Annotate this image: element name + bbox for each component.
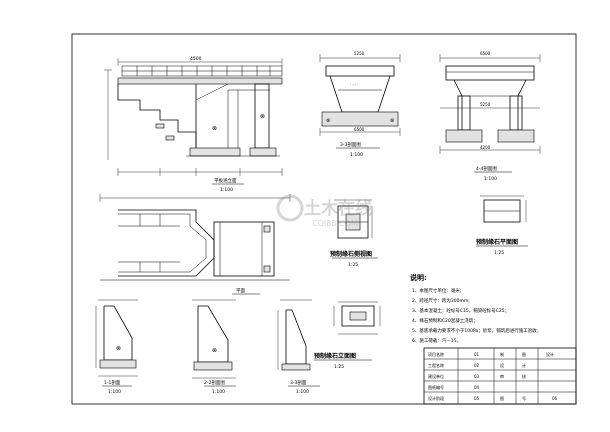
section-1-title: 1-1剖面 — [104, 379, 121, 386]
section-5-title: 3-3剖面 — [290, 379, 307, 386]
watermark-logo: 土木在线 COI88.COM — [276, 194, 372, 228]
tb-r2-c1: 03 — [474, 374, 480, 379]
dim-sec4-mid: 5250 — [480, 102, 491, 107]
tb-r2-c0: 建设单位 — [428, 373, 444, 379]
dim-sec4-bottom: 4200 — [480, 145, 491, 150]
dim-sec3-top: 5250 — [354, 51, 365, 56]
tb-r1-c0: 工程名称 — [428, 362, 444, 368]
tb-r2-c3: 核 — [522, 373, 526, 379]
sheet-border — [71, 33, 577, 405]
curb-front-view: 预制缘石立面图 1:25 — [314, 301, 381, 370]
tb-r0-c3: 图 — [522, 351, 526, 357]
notes-title: 说明: — [410, 273, 427, 282]
tb-r2-c2: 审 — [500, 373, 504, 379]
section-2-scale: 1:100 — [212, 389, 225, 395]
tb-r3-c0: 图纸编号 — [428, 384, 444, 390]
plan-view: 平面 — [99, 194, 291, 295]
tb-r1-c3: 计 — [522, 362, 526, 368]
note-3: 3、基本混凝土：砼标号C15，帽梁砼标号C25； — [412, 307, 509, 314]
svg-text:⊗: ⊗ — [116, 345, 121, 352]
section-4-title: 4-4剖面图 — [476, 165, 497, 172]
note-5: 5、基底承载力要求不小于100Pa；砂浆，铺筑后进行施工验收； — [412, 327, 541, 334]
title-block: 项目名称 01 制 图 设计 工程名称 02 设 计 建设单位 03 审 核 图… — [423, 347, 577, 405]
curb-front-title: 预制缘石立面图 — [314, 352, 356, 360]
notes-block: 说明: 1、本图尺寸单位：毫米; 2、跨径尺寸：跨为300mm; 3、基本混凝土… — [410, 273, 541, 344]
svg-text:⊗: ⊗ — [212, 125, 217, 132]
svg-text:· · ·: · · · — [350, 82, 356, 87]
tb-r0-c2: 制 — [500, 351, 504, 357]
curb-front-scale: 1:25 — [334, 364, 344, 370]
dim-sec4-top: 6500 — [480, 51, 491, 56]
curb-side-title: 预制缘石侧视图 — [330, 250, 372, 258]
tb-r4-c1: 05 — [474, 396, 480, 401]
tb-r1-c2: 设 — [500, 362, 504, 368]
note-2: 2、跨径尺寸：跨为300mm; — [412, 297, 470, 304]
note-1: 1、本图尺寸单位：毫米; — [412, 287, 461, 294]
tb-r3-c1: 04 — [474, 385, 480, 390]
tb-r4-c3: 号 — [522, 395, 526, 401]
tb-r4-c4: 06 — [552, 396, 558, 401]
elevation-title: 平板涵立面 — [214, 177, 237, 184]
watermark-cn: 土木在线 — [304, 198, 372, 219]
tb-r0-c1: 01 — [474, 352, 480, 357]
curb-plan-title: 预制缘石平面图 — [476, 238, 518, 246]
section-2-2: ⊗ 2-2剖面图 1:100 — [192, 299, 236, 395]
section-1-scale: 1:100 — [108, 389, 121, 395]
elevation-scale: 1:100 — [220, 187, 233, 193]
curb-plan-scale: 1:25 — [494, 250, 504, 256]
elevation-view: 4500 ⊗ ⊗ 平板涵立面 1:10 — [104, 56, 283, 193]
tb-r1-c1: 02 — [474, 363, 480, 368]
dim-top-total: 4500 — [190, 56, 202, 62]
dim-sec3-bottom: 6500 — [354, 127, 365, 132]
curb-side-view: 预制缘石侧视图 1:25 — [330, 199, 378, 268]
svg-text:⊗: ⊗ — [326, 118, 330, 124]
note-4: 4、缘石预制和C20混凝土浇筑； — [412, 317, 478, 324]
section-5-scale: 1:100 — [296, 389, 309, 395]
svg-text:⊗: ⊗ — [212, 347, 217, 354]
tb-r0-c0: 项目名称 — [428, 351, 444, 357]
section-3-title: 3-3剖面图 — [340, 141, 361, 148]
note-6: 6、施工荷载：汽—15。 — [412, 337, 461, 344]
curb-plan-view: 预制缘石平面图 1:25 — [476, 195, 528, 256]
section-3-scale: 1:100 — [350, 152, 363, 158]
section-3-3: 5250 · · · ⊗ ⊗ 6500 3-3剖面图 1:100 — [319, 51, 401, 158]
section-3-3-small: 3-3剖面 1:100 — [277, 299, 320, 395]
tb-r4-c0: 设计阶段 — [428, 395, 444, 401]
section-4-4: 6500 5250 4200 4-4剖面图 1:100 — [439, 51, 541, 182]
section-1-1: ⊗ 1-1剖面 1:100 — [95, 299, 138, 395]
plan-view-title: 平面 — [236, 288, 245, 294]
tb-r0-c4: 设计 — [546, 351, 554, 357]
watermark-en: COI88.COM — [312, 219, 358, 228]
section-2-title: 2-2剖面图 — [204, 379, 225, 386]
tb-r4-c2: 图 — [500, 395, 504, 401]
svg-text:⊗: ⊗ — [260, 113, 265, 120]
curb-side-scale: 1:25 — [348, 262, 358, 268]
svg-text:⊗: ⊗ — [390, 118, 394, 124]
section-4-scale: 1:100 — [484, 176, 497, 182]
